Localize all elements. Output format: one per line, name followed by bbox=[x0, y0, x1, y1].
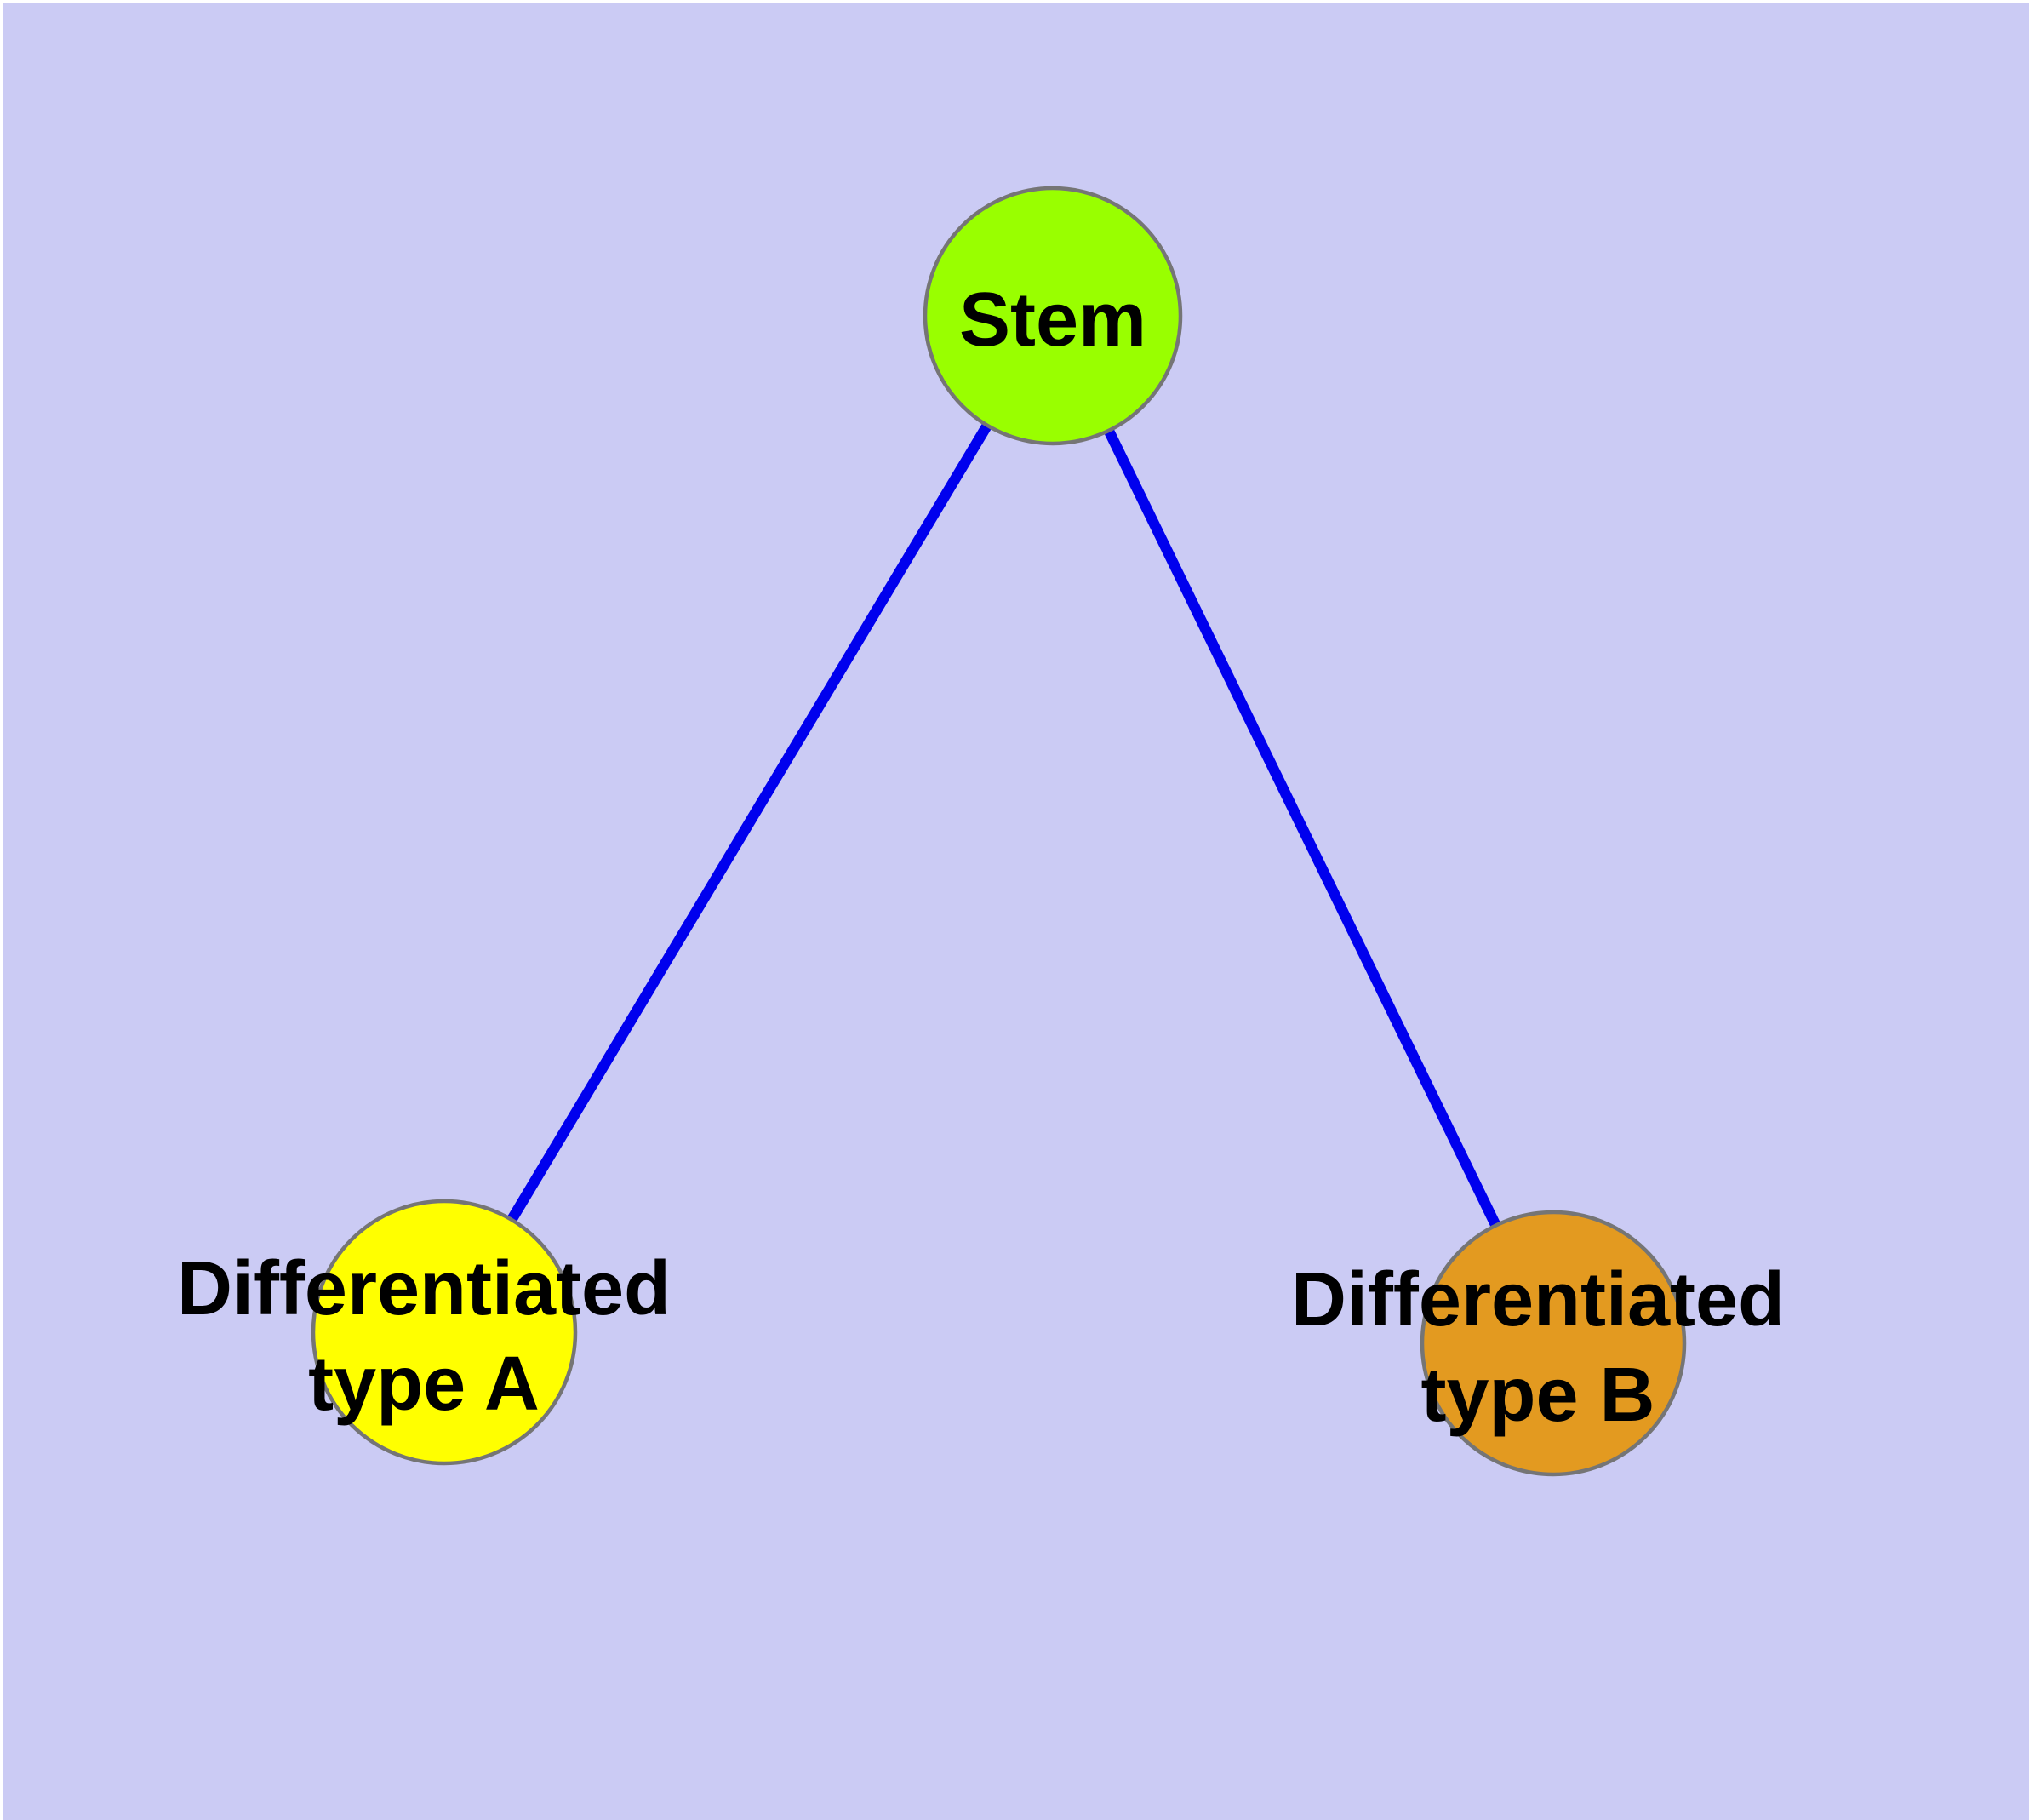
node-label-line: Differentiated bbox=[177, 1246, 671, 1331]
nodes-layer bbox=[311, 186, 1687, 1477]
edge-stem-diff-a bbox=[439, 312, 1058, 1336]
device-margin-top bbox=[0, 0, 2029, 3]
node-label-line: Stem bbox=[959, 278, 1146, 363]
node-label-diff-a: Differentiated type A bbox=[177, 1246, 671, 1427]
device-margin-left bbox=[0, 0, 3, 1820]
node-diff-b bbox=[1420, 1210, 1687, 1477]
node-label-line: type A bbox=[308, 1342, 540, 1427]
node-label-stem: Stem bbox=[959, 278, 1146, 363]
node-diff-a bbox=[311, 1199, 578, 1466]
node-label-line: Differentiated bbox=[1291, 1257, 1785, 1342]
node-label-diff-b: Differentiated type B bbox=[1291, 1257, 1785, 1438]
node-label-line: type B bbox=[1420, 1353, 1655, 1438]
node-stem bbox=[923, 186, 1183, 446]
edges-layer bbox=[439, 312, 1558, 1346]
edge-stem-diff-b bbox=[1048, 313, 1558, 1346]
